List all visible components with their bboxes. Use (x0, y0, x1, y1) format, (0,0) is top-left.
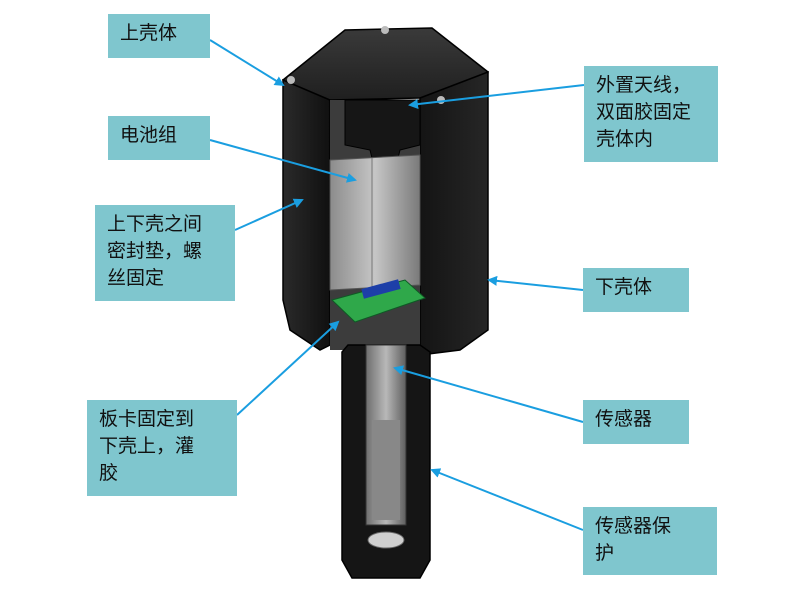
label-antenna: 外置天线， 双面胶固定 壳体内 (584, 66, 718, 162)
screw-left (287, 76, 295, 84)
label-battery: 电池组 (108, 116, 210, 160)
label-lower-shell: 下壳体 (583, 268, 689, 312)
battery-pack (329, 154, 421, 291)
label-sensor: 传感器 (583, 400, 689, 444)
sensor-bottom-ring (367, 531, 405, 549)
arrow-antenna (408, 84, 585, 110)
board-connector (361, 279, 401, 299)
label-sensor-guard: 传感器保 护 (583, 507, 717, 575)
arrow-upper-shell (209, 39, 285, 87)
arrow-board (236, 320, 340, 416)
label-gasket: 上下壳之间 密封垫，螺 丝固定 (95, 205, 235, 301)
label-upper-shell: 上壳体 (108, 14, 210, 58)
sensor-inner (372, 420, 400, 520)
label-board: 板卡固定到 下壳上，灌 胶 (87, 400, 237, 496)
arrow-battery (209, 139, 357, 183)
arrow-lower-shell (487, 275, 584, 291)
screw-top (381, 26, 389, 34)
lower-shell-wall (419, 70, 489, 356)
arrow-gasket (234, 198, 304, 231)
leader-arrows (209, 39, 585, 531)
arrow-sensor-guard (430, 468, 584, 531)
housing-left-wall (282, 78, 331, 351)
screw-right (437, 96, 445, 104)
arrow-sensor (393, 365, 584, 423)
